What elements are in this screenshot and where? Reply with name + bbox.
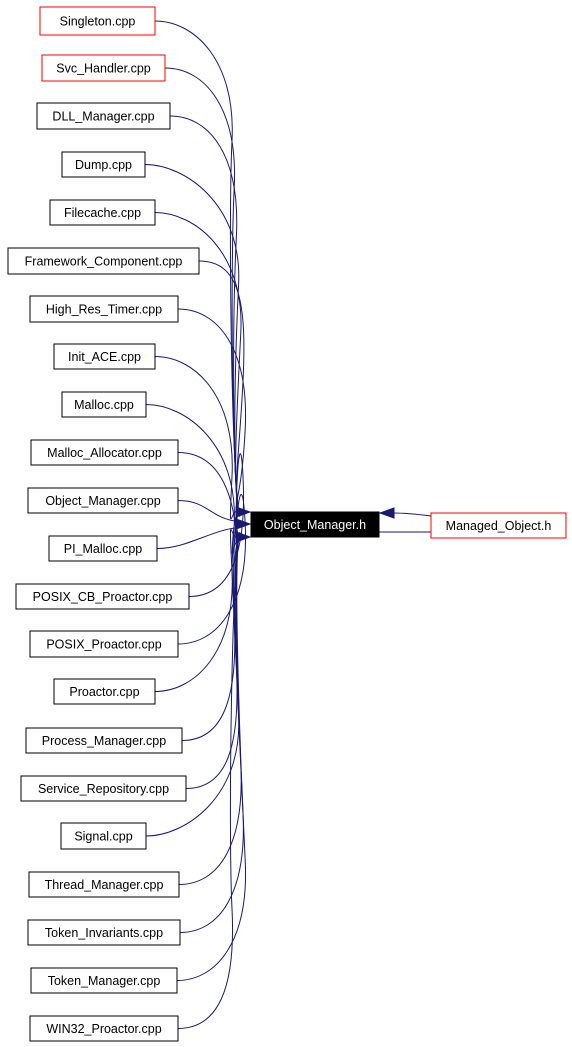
includer-node-label: Malloc.cpp — [74, 398, 134, 412]
includer-node-label: DLL_Manager.cpp — [52, 110, 154, 124]
includer-node-label: PI_Malloc.cpp — [64, 542, 143, 556]
includer-node-label: Singleton.cpp — [60, 15, 136, 29]
includer-node[interactable]: POSIX_Proactor.cpp — [29, 630, 179, 658]
includer-node-label: Proactor.cpp — [69, 685, 139, 699]
includer-node[interactable]: Service_Repository.cpp — [20, 775, 187, 802]
includer-node-label: Thread_Manager.cpp — [45, 878, 164, 892]
arrowhead — [235, 518, 252, 530]
includer-node-label: Process_Manager.cpp — [42, 734, 166, 748]
includer-node-label: Object_Manager.cpp — [45, 494, 160, 508]
includer-node-label: Service_Repository.cpp — [38, 782, 169, 796]
includer-node[interactable]: Thread_Manager.cpp — [28, 871, 180, 898]
right-node-managed-object-h[interactable]: Managed_Object.h — [430, 512, 567, 539]
dependency-edges — [144, 20, 432, 1029]
includer-node-label: Dump.cpp — [75, 158, 132, 172]
right-node-label: Managed_Object.h — [446, 519, 552, 533]
includer-node[interactable]: Signal.cpp — [60, 822, 147, 850]
includer-node-label: Malloc_Allocator.cpp — [47, 446, 162, 460]
dependency-edge — [176, 532, 247, 981]
includer-node[interactable]: Token_Invariants.cpp — [27, 919, 181, 946]
includer-node[interactable]: POSIX_CB_Proactor.cpp — [15, 583, 190, 610]
includer-node[interactable]: PI_Malloc.cpp — [48, 535, 158, 562]
dependency-edge — [177, 452, 241, 596]
arrowhead — [235, 506, 252, 518]
includer-node[interactable]: Dump.cpp — [61, 151, 146, 178]
dependency-edge — [177, 532, 241, 1029]
includer-node[interactable]: Filecache.cpp — [49, 199, 156, 226]
includer-node[interactable]: Svc_Handler.cpp — [41, 54, 166, 82]
dependency-edge — [154, 212, 242, 517]
dependency-edge-from-managed-object — [393, 512, 432, 517]
dependency-edge — [177, 500, 239, 522]
includer-node[interactable]: Token_Manager.cpp — [30, 967, 178, 994]
includer-node[interactable]: Object_Manager.cpp — [27, 487, 179, 514]
includer-node-label: Token_Invariants.cpp — [45, 926, 163, 940]
includer-node-label: WIN32_Proactor.cpp — [46, 1022, 161, 1036]
dependency-edge — [188, 453, 245, 597]
includer-node-label: Init_ACE.cpp — [68, 350, 141, 364]
includer-node-label: POSIX_Proactor.cpp — [46, 638, 161, 652]
dependency-edge — [156, 527, 239, 549]
center-node-label: Object_Manager.h — [264, 518, 366, 532]
includer-node[interactable]: WIN32_Proactor.cpp — [29, 1015, 179, 1042]
dependency-edge — [154, 529, 241, 692]
includer-node[interactable]: Malloc_Allocator.cpp — [30, 439, 179, 466]
includer-node-label: POSIX_CB_Proactor.cpp — [33, 590, 173, 604]
includer-node-label: High_Res_Timer.cpp — [46, 303, 162, 317]
file-nodes: Object_Manager.h Managed_Object.h Single… — [7, 6, 567, 1042]
includer-node[interactable]: Singleton.cpp — [39, 6, 156, 36]
center-node-object-manager-h[interactable]: Object_Manager.h — [250, 511, 380, 538]
dependency-edge — [145, 404, 241, 555]
includer-node[interactable]: Framework_Component.cpp — [7, 247, 200, 275]
includer-node[interactable]: Proactor.cpp — [53, 678, 156, 705]
includer-node[interactable]: Malloc.cpp — [61, 391, 147, 418]
includer-node-label: Framework_Component.cpp — [25, 255, 183, 269]
includer-node[interactable]: DLL_Manager.cpp — [36, 102, 171, 130]
includer-node[interactable]: Init_ACE.cpp — [53, 343, 156, 370]
dependency-edge — [177, 308, 247, 517]
arrowhead — [235, 531, 252, 543]
includer-node-label: Svc_Handler.cpp — [56, 62, 151, 76]
includer-node-label: Filecache.cpp — [64, 206, 141, 220]
includer-node-label: Signal.cpp — [74, 830, 132, 844]
arrowhead — [378, 507, 395, 519]
includer-node[interactable]: High_Res_Timer.cpp — [29, 295, 179, 323]
includer-node[interactable]: Process_Manager.cpp — [25, 727, 183, 754]
includer-node-label: Token_Manager.cpp — [48, 974, 161, 988]
